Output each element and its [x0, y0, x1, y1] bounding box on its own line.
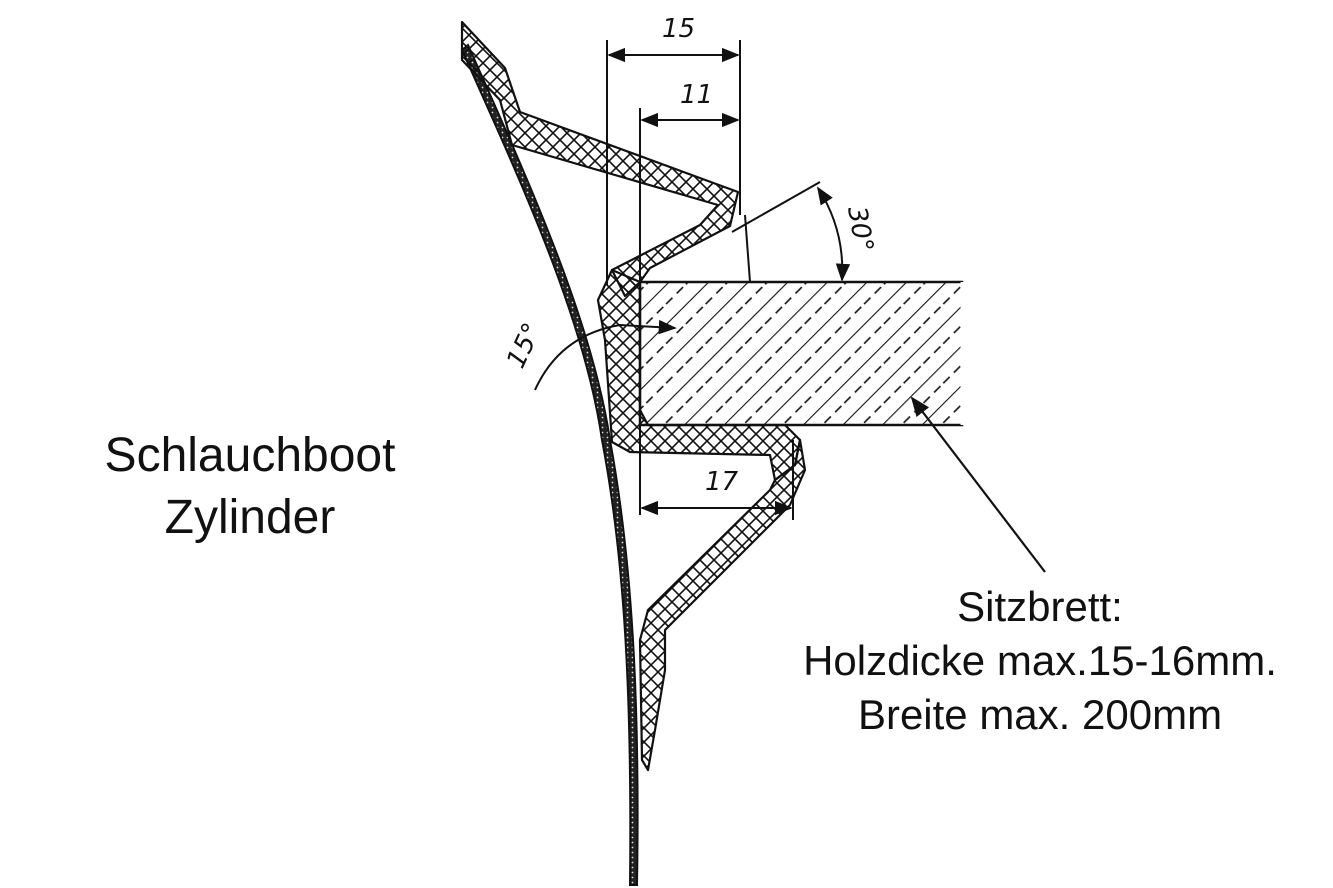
cylinder-label: Schlauchboot Zylinder	[40, 425, 460, 549]
seat-label: Sitzbrett: Holzdicke max.15-16mm. Breite…	[740, 580, 1333, 742]
cylinder-label-line2: Zylinder	[164, 491, 336, 544]
seat-board	[638, 280, 964, 427]
angle-arc-30	[817, 186, 851, 282]
cylinder-wall	[460, 43, 639, 886]
dimension-lines	[534, 47, 851, 516]
seat-callout-arrow	[910, 396, 1046, 573]
dim-label-17: 17	[705, 467, 739, 497]
seat-label-line1: Sitzbrett:	[957, 583, 1123, 630]
seat-label-line3: Breite max. 200mm	[857, 691, 1223, 738]
cylinder-label-line1: Schlauchboot	[104, 429, 396, 482]
angle-arc-15	[534, 319, 677, 391]
dim-label-15: 15	[662, 14, 695, 44]
angle-label-15: 15°	[501, 319, 548, 373]
angle-label-30: 30°	[841, 204, 879, 255]
seat-label-line2: Holzdicke max.15-16mm.	[803, 637, 1277, 684]
extension-lines	[606, 40, 955, 520]
dim-label-11: 11	[680, 80, 713, 110]
lower-flange-profile	[638, 438, 807, 772]
upper-flange-profile	[460, 20, 740, 298]
